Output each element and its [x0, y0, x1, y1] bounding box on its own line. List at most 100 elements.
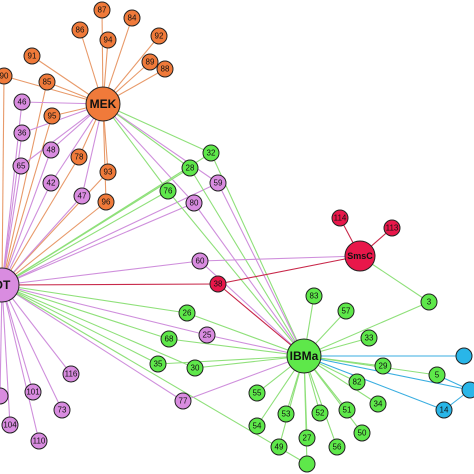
node-circle	[338, 401, 356, 419]
node-circle	[311, 404, 329, 422]
node-circle	[23, 47, 41, 65]
node-label: 47	[78, 192, 87, 201]
node-label: 35	[154, 360, 163, 369]
node-circle	[298, 429, 316, 447]
node-circle	[174, 392, 192, 410]
node-label: 87	[98, 6, 107, 15]
node-circle	[455, 347, 473, 365]
node-circle	[286, 338, 322, 374]
node-circle	[62, 365, 80, 383]
edge-IBMa-26	[186, 312, 305, 357]
node-circle	[374, 357, 392, 375]
node-label: 60	[196, 257, 205, 266]
edge-IBMa-28	[189, 167, 305, 357]
node-label: 68	[165, 335, 174, 344]
node-110: 110	[30, 432, 48, 450]
node-36: 36	[13, 124, 31, 142]
node-47: 47	[73, 187, 91, 205]
node-circle	[185, 194, 203, 212]
edge-OT-c0	[0, 284, 3, 397]
node-circle	[328, 438, 346, 456]
node-60: 60	[191, 252, 209, 270]
node-circle	[12, 157, 30, 175]
node-c0	[0, 387, 9, 405]
node-circle	[186, 359, 204, 377]
node-circle	[181, 159, 199, 177]
node-circle	[209, 174, 227, 192]
node-circle	[435, 401, 453, 419]
node-35: 35	[149, 355, 167, 373]
node-84: 84	[123, 9, 141, 27]
node-label: 73	[58, 406, 67, 415]
edge-IBMa-30	[194, 355, 305, 369]
node-label: 90	[0, 72, 9, 81]
node-circle	[43, 107, 61, 125]
edge-IBMa-14	[303, 355, 445, 411]
node-circle	[70, 148, 88, 166]
edge-SmsC-38	[217, 255, 361, 285]
node-label: 65	[17, 162, 26, 171]
node-68: 68	[160, 330, 178, 348]
node-circle	[248, 384, 266, 402]
node-label: 116	[65, 370, 78, 379]
node-SmsC: SmsC	[344, 240, 376, 272]
node-circle	[248, 417, 266, 435]
edge-OT-65	[1, 165, 22, 286]
node-circle	[156, 60, 174, 78]
node-circle	[344, 240, 376, 272]
node-label: 94	[104, 36, 113, 45]
node-OT: OT	[0, 267, 20, 303]
node-label: 56	[333, 443, 342, 452]
edge-MEK-28	[102, 103, 191, 169]
node-IBMa: IBMa	[286, 338, 322, 374]
node-circle	[53, 401, 71, 419]
node-label: 3	[427, 298, 432, 307]
edge-OT-38	[1, 283, 219, 286]
node-83: 83	[305, 287, 323, 305]
node-circle	[277, 405, 295, 423]
node-92: 92	[150, 27, 168, 45]
node-30: 30	[186, 359, 204, 377]
node-c1	[298, 455, 316, 473]
node-86: 86	[71, 21, 89, 39]
node-circle	[93, 1, 111, 19]
node-circle	[150, 27, 168, 45]
node-label: 26	[183, 309, 192, 318]
edge-OT-104	[1, 284, 11, 426]
node-label: 52	[316, 409, 325, 418]
node-circle	[0, 67, 13, 85]
node-80: 80	[185, 194, 203, 212]
node-circle	[353, 424, 371, 442]
node-76: 76	[159, 182, 177, 200]
node-34: 34	[369, 395, 387, 413]
node-29: 29	[374, 357, 392, 375]
node-label: 25	[203, 331, 212, 340]
node-circle	[202, 144, 220, 162]
node-circle	[13, 124, 31, 142]
node-113: 113	[383, 219, 401, 237]
node-label: 91	[28, 52, 37, 61]
node-94: 94	[99, 31, 117, 49]
node-label: 96	[102, 198, 111, 207]
node-label: 83	[310, 292, 319, 301]
node-circle	[383, 219, 401, 237]
node-circle	[97, 193, 115, 211]
edge-IBMa-35	[157, 355, 305, 365]
node-label: 28	[186, 164, 195, 173]
node-circle	[305, 287, 323, 305]
edge-MEK-76	[102, 103, 169, 192]
node-label: 80	[190, 199, 199, 208]
node-circle	[369, 395, 387, 413]
node-circle	[71, 21, 89, 39]
node-label: 89	[146, 58, 155, 67]
node-26: 26	[178, 304, 196, 322]
node-circle	[99, 31, 117, 49]
edge-OT-78	[1, 156, 80, 286]
node-32: 32	[202, 144, 220, 162]
node-51: 51	[338, 401, 356, 419]
edge-OT-80	[1, 202, 195, 286]
edge-OT-90	[1, 75, 5, 286]
node-label: 27	[303, 434, 312, 443]
node-label: 92	[155, 32, 164, 41]
